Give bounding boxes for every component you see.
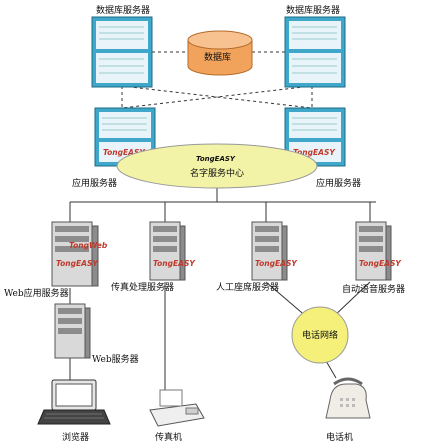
database-cylinder-icon: 数据库 xyxy=(187,30,253,76)
telephone-label: 电话机 xyxy=(326,431,353,443)
app-server-right-brand: TongEASY xyxy=(293,148,336,157)
fax-machine-label: 传真机 xyxy=(155,431,182,443)
web-app-server-brand-tongweb: TongWeb xyxy=(69,241,108,250)
web-app-server-brand-tongeasy: TongEASY xyxy=(56,259,99,268)
manual-seat-server-label: 人工座席服务器 xyxy=(216,281,279,293)
db-server-left-label: 数据库服务器 xyxy=(96,4,150,16)
auto-voice-server: TongEASY 自动语音服务器 xyxy=(342,221,405,295)
auto-voice-server-label: 自动语音服务器 xyxy=(342,283,405,295)
fax-server: TongEASY 传真处理服务器 xyxy=(111,221,196,293)
name-service-center: TongEASY 名字服务中心 xyxy=(116,143,318,189)
web-server-label: Web服务器 xyxy=(92,353,139,365)
manual-seat-server-brand: TongEASY xyxy=(255,259,298,268)
fax-server-brand: TongEASY xyxy=(153,259,196,268)
phone-network: 电话网络 xyxy=(291,306,349,364)
db-server-right: 数据库服务器 xyxy=(284,4,346,88)
fax-machine-icon: 传真机 xyxy=(149,389,205,443)
browser-label: 浏览器 xyxy=(62,431,89,443)
name-service-brand: TongEASY xyxy=(196,155,236,163)
db-server-right-label: 数据库服务器 xyxy=(286,4,340,16)
phone-network-label: 电话网络 xyxy=(302,329,338,341)
app-server-right-label: 应用服务器 xyxy=(316,177,361,189)
telephone-icon: 电话机 xyxy=(325,377,371,443)
app-server-left-brand: TongEASY xyxy=(103,148,146,157)
web-app-server: TongWeb TongEASY Web应用服务器 xyxy=(4,221,108,299)
auto-voice-server-brand: TongEASY xyxy=(359,259,402,268)
name-service-label: 名字服务中心 xyxy=(190,167,244,179)
web-app-server-label: Web应用服务器 xyxy=(4,287,69,299)
fax-server-label: 传真处理服务器 xyxy=(111,281,174,293)
web-server: Web服务器 xyxy=(54,303,139,365)
database-label: 数据库 xyxy=(204,51,231,63)
manual-seat-server: TongEASY 人工座席服务器 xyxy=(216,221,298,293)
db-server-left: 数据库服务器 xyxy=(91,4,153,88)
app-server-left-label: 应用服务器 xyxy=(72,177,117,189)
laptop-icon: 浏览器 xyxy=(37,379,111,443)
